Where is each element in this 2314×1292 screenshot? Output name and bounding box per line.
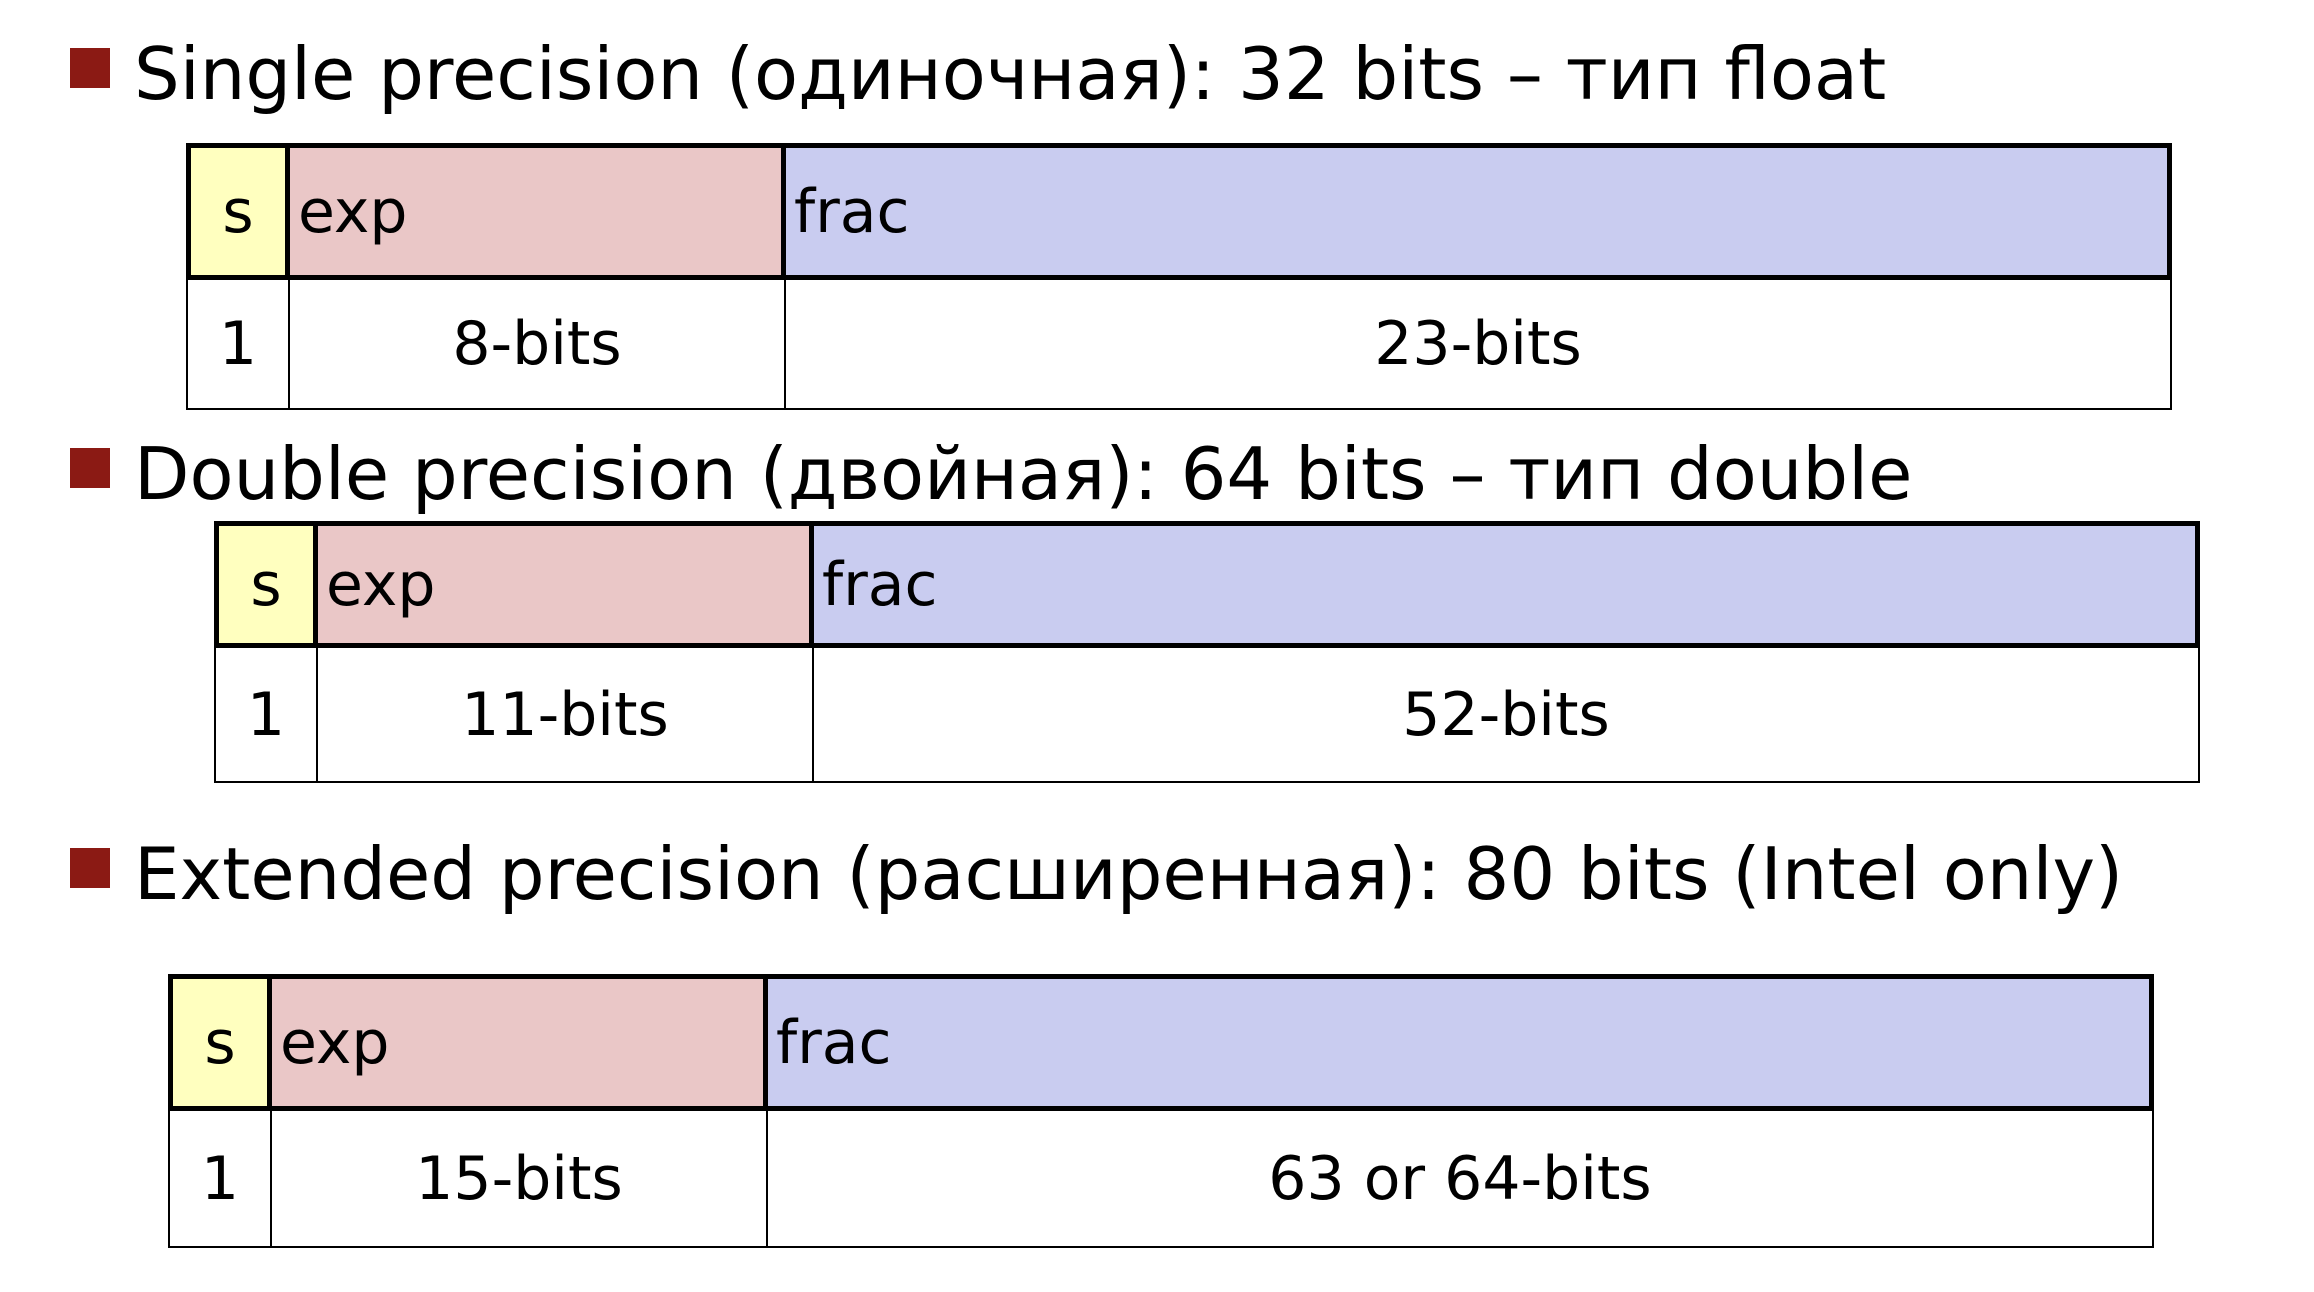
double-precision-layout: s exp frac 1 11-bits 52-bits [214,521,2200,783]
single-precision-layout: s exp frac 1 8-bits 23-bits [186,143,2172,410]
sign-size: 1 [214,648,318,783]
exp-size: 8-bits [290,280,786,410]
sign-size: 1 [168,1111,272,1248]
frac-field: frac [768,974,2154,1111]
sign-field: s [168,974,272,1111]
exp-size: 15-bits [272,1111,768,1248]
bullet-marker [70,848,110,888]
bullet-marker [70,48,110,88]
frac-field: frac [814,521,2200,648]
sign-size: 1 [186,280,290,410]
sign-field: s [214,521,318,648]
sign-field: s [186,143,290,280]
exp-field: exp [290,143,786,280]
frac-field: frac [786,143,2172,280]
exp-field: exp [318,521,814,648]
single-precision-heading: Single precision (одиночная): 32 bits – … [134,32,1887,116]
exp-field: exp [272,974,768,1111]
extended-precision-heading: Extended precision (расширенная): 80 bit… [134,832,2124,916]
frac-size: 52-bits [814,648,2200,783]
frac-size: 23-bits [786,280,2172,410]
frac-size: 63 or 64-bits [768,1111,2154,1248]
double-precision-heading: Double precision (двойная): 64 bits – ти… [134,432,1913,516]
extended-precision-layout: s exp frac 1 15-bits 63 or 64-bits [168,974,2154,1248]
exp-size: 11-bits [318,648,814,783]
bullet-marker [70,448,110,488]
